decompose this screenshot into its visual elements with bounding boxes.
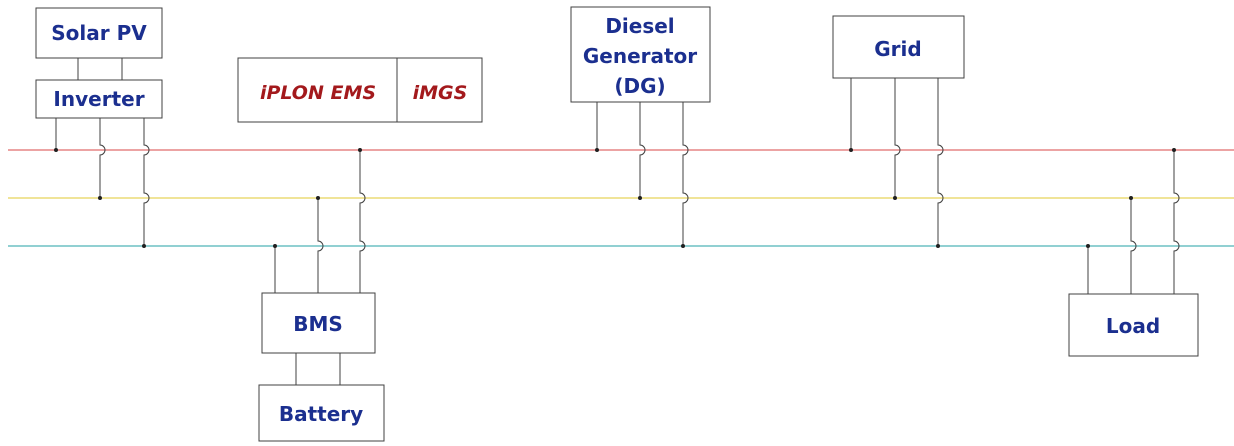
- grid-box: [832, 15, 965, 79]
- inverter-label: Inverter: [53, 87, 144, 111]
- grid-block: Grid: [832, 15, 965, 248]
- imgs-label: iMGS: [413, 82, 468, 104]
- iplon-ems-label: iPLON EMS: [260, 82, 376, 104]
- bms-label: BMS: [293, 312, 343, 336]
- diesel-generator-label-line2: Generator: [583, 44, 697, 68]
- battery-label: Battery: [279, 402, 363, 426]
- diesel-generator-block: Diesel Generator (DG): [570, 6, 711, 248]
- solar-pv-block: Solar PV Inverter: [35, 7, 163, 248]
- grid-label: Grid: [874, 37, 921, 61]
- diesel-generator-box: [570, 6, 711, 103]
- battery-box: [258, 384, 385, 442]
- ems-block: iPLON EMS iMGS: [237, 57, 483, 123]
- solar-pv-label: Solar PV: [51, 21, 147, 45]
- bms-battery-block: BMS Battery: [258, 148, 385, 442]
- load-label: Load: [1106, 314, 1160, 338]
- ems-box: [237, 57, 483, 123]
- load-box: [1068, 293, 1199, 357]
- load-block: Load: [1068, 148, 1199, 357]
- diesel-generator-label-line3: (DG): [614, 74, 665, 98]
- solar-pv-box: [35, 7, 163, 59]
- diesel-generator-label-line1: Diesel: [605, 14, 674, 38]
- inverter-box: [35, 79, 163, 119]
- bms-box: [261, 292, 376, 354]
